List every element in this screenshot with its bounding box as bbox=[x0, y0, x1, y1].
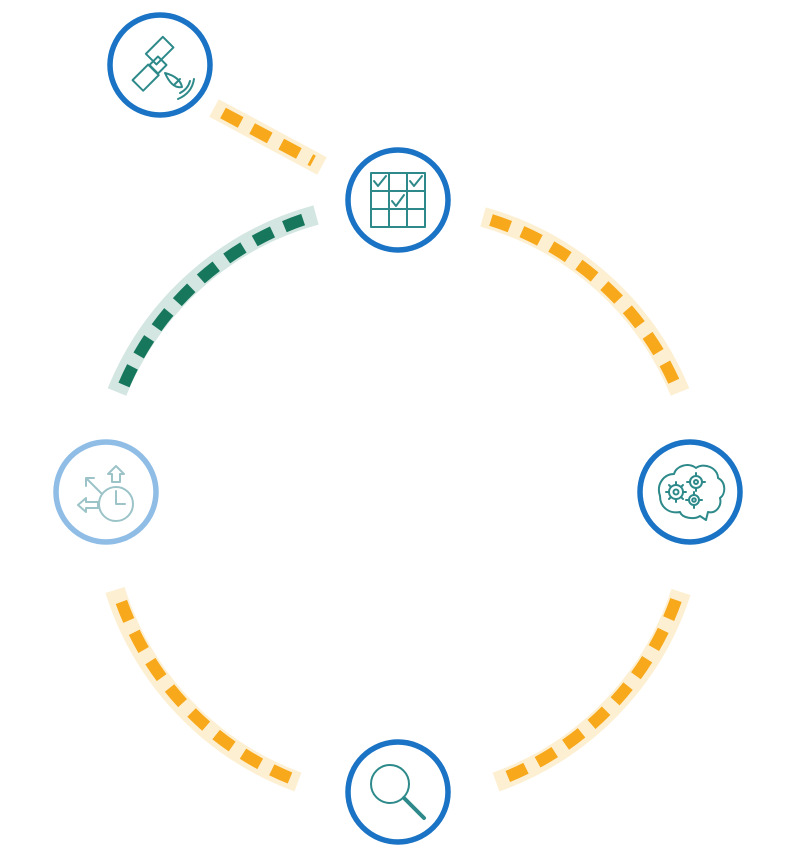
magnifier-icon bbox=[370, 764, 426, 820]
node-checklist[interactable] bbox=[345, 147, 451, 253]
checklist-grid-icon bbox=[370, 172, 426, 228]
connector-adjust-to-checklist bbox=[107, 205, 319, 396]
arrows-clock-icon bbox=[77, 465, 134, 522]
node-satellite[interactable] bbox=[107, 12, 213, 118]
brain-gears-icon bbox=[658, 464, 726, 521]
connector-satellite-to-checklist bbox=[209, 99, 327, 175]
node-search[interactable] bbox=[345, 739, 451, 845]
satellite-icon bbox=[131, 35, 195, 100]
node-adjust[interactable] bbox=[53, 439, 159, 545]
connector-brain-to-search bbox=[492, 588, 691, 792]
node-brain[interactable] bbox=[637, 439, 743, 545]
connector-search-to-adjust bbox=[105, 587, 302, 792]
connector-checklist-to-brain bbox=[480, 207, 690, 396]
